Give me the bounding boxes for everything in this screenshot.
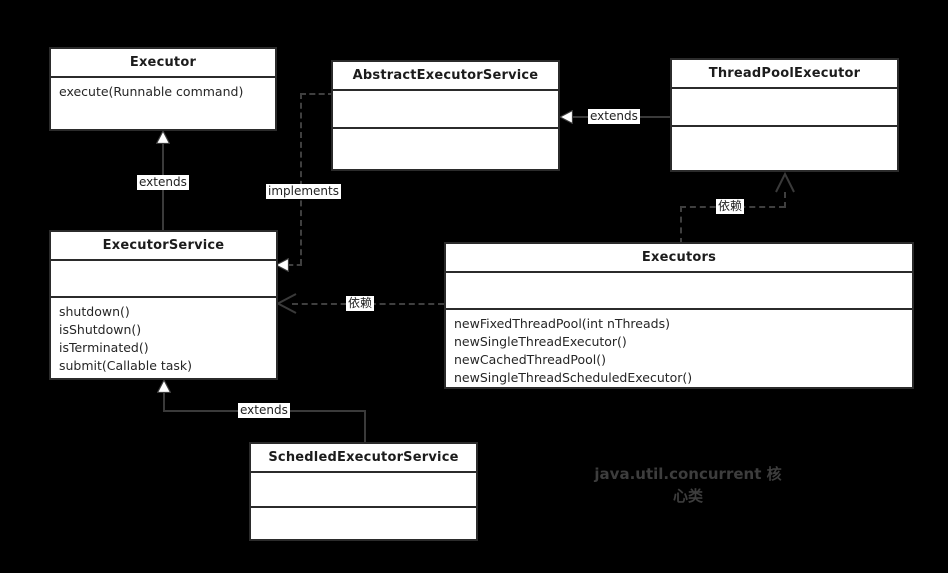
class-attributes-scheduled-executor-service [251,473,476,508]
class-box-executors[interactable]: Executors newFixedThreadPool(int nThread… [444,242,914,389]
class-box-scheduled-executor-service[interactable]: SchedledExecutorService [249,442,478,541]
class-attributes-executor-service [51,261,276,298]
class-title-thread-pool-executor: ThreadPoolExecutor [672,60,897,89]
edge-label-implements: implements [266,184,341,199]
class-attributes-executors [446,273,912,310]
edge-dependency-threadpool-vertical-left [680,206,682,244]
generalization-arrowhead-abstract [560,110,573,124]
edge-implements-top-segment [300,93,334,95]
edge-label-dependency-executorservice: 依赖 [346,296,375,311]
member-shutdown: shutdown() [59,303,130,319]
class-title-executor: Executor [51,49,275,78]
dependency-arrowhead-threadpool [774,172,796,194]
class-box-executor-service[interactable]: ExecutorService shutdown() isShutdown() … [49,230,278,380]
class-title-executor-service: ExecutorService [51,232,276,261]
member-execute: execute(Runnable command) [59,84,244,99]
class-title-executors: Executors [446,244,912,273]
member-new-cached-thread-pool: newCachedThreadPool() [454,351,606,367]
class-title-scheduled-executor-service: SchedledExecutorService [251,444,476,473]
class-members-scheduled-executor-service [251,508,476,537]
edge-implements-bottom-segment [288,264,302,266]
member-new-single-thread-executor: newSingleThreadExecutor() [454,333,627,349]
class-title-abstract-executor-service: AbstractExecutorService [333,62,558,91]
edge-label-extends-scheduled: extends [238,403,290,418]
class-attributes-abstract-executor-service [333,91,558,129]
generalization-arrowhead-executor [156,131,170,144]
member-submit: submit(Callable task) [59,358,193,374]
member-new-fixed-thread-pool: newFixedThreadPool(int nThreads) [454,315,670,331]
realization-arrowhead-executorservice [276,258,289,272]
member-is-terminated: isTerminated() [59,339,149,355]
edge-implements-vertical-segment [300,93,302,265]
generalization-arrowhead-executorservice-bottom [157,380,171,393]
class-members-thread-pool-executor [672,127,897,170]
edge-scheduled-extends-vertical-right [364,410,366,443]
edge-label-extends-abstract: extends [588,109,640,124]
dependency-arrowhead-executorservice [276,293,298,314]
member-is-shutdown: isShutdown() [59,321,142,337]
class-members-executor-service: shutdown() isShutdown() isTerminated() s… [51,298,276,378]
class-box-thread-pool-executor[interactable]: ThreadPoolExecutor [670,58,899,172]
class-members-executors: newFixedThreadPool(int nThreads) newSing… [446,310,912,387]
edge-label-extends-executor: extends [137,175,189,190]
class-members-abstract-executor-service [333,129,558,169]
edge-dependency-threadpool-vertical-right [784,192,786,208]
watermark-label: java.util.concurrent 核 心类 [594,465,782,505]
class-box-abstract-executor-service[interactable]: AbstractExecutorService [331,60,560,171]
class-members-executor: execute(Runnable command) [51,78,275,127]
member-new-single-thread-scheduled-executor: newSingleThreadScheduledExecutor() [454,370,693,386]
edge-scheduled-extends-vertical-left [163,392,165,412]
class-box-executor[interactable]: Executor execute(Runnable command) [49,47,277,131]
edge-label-dependency-threadpool: 依赖 [716,199,745,214]
class-attributes-thread-pool-executor [672,89,897,127]
